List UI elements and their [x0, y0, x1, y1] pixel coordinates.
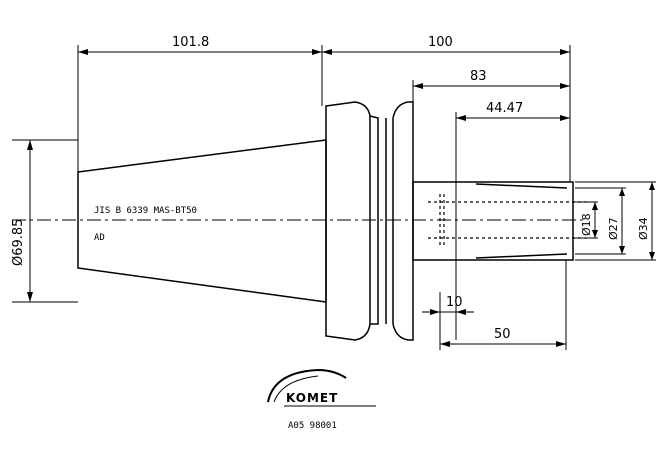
dim-taper-diameter: Ø69.85 — [11, 219, 26, 266]
logo-brand-text: KOMET — [286, 391, 338, 405]
tool-holder-outline — [77, 101, 574, 341]
dim-bore-diameter-small: Ø18 — [580, 213, 593, 236]
komet-logo: KOMET — [267, 368, 376, 407]
dim-bore-depth-outer: 83 — [470, 69, 487, 84]
dim-bore-diameter-mid: Ø27 — [607, 217, 620, 240]
standard-sub-annotation: AD — [94, 233, 105, 243]
standard-annotation: JIS B 6339 MAS-BT50 — [94, 206, 197, 216]
part-number: A05 98001 — [288, 421, 337, 431]
dim-bore-depth-inner: 44.47 — [486, 101, 523, 116]
dim-step-length: 10 — [446, 295, 463, 310]
dim-overall-taper-length: 101.8 — [172, 35, 209, 50]
dimension-lines — [12, 45, 656, 350]
flange-right-lobe — [392, 101, 414, 341]
dim-shank-length: 100 — [428, 35, 453, 50]
flange-left-lobe — [325, 101, 371, 341]
logo-swoosh — [267, 368, 347, 403]
shank-body — [412, 181, 574, 261]
flange-v-groove — [369, 115, 379, 325]
dim-shank-diameter: Ø34 — [637, 217, 650, 240]
hidden-bore — [428, 194, 590, 246]
dim-bore-length: 50 — [494, 327, 511, 342]
taper-cone — [77, 139, 327, 303]
